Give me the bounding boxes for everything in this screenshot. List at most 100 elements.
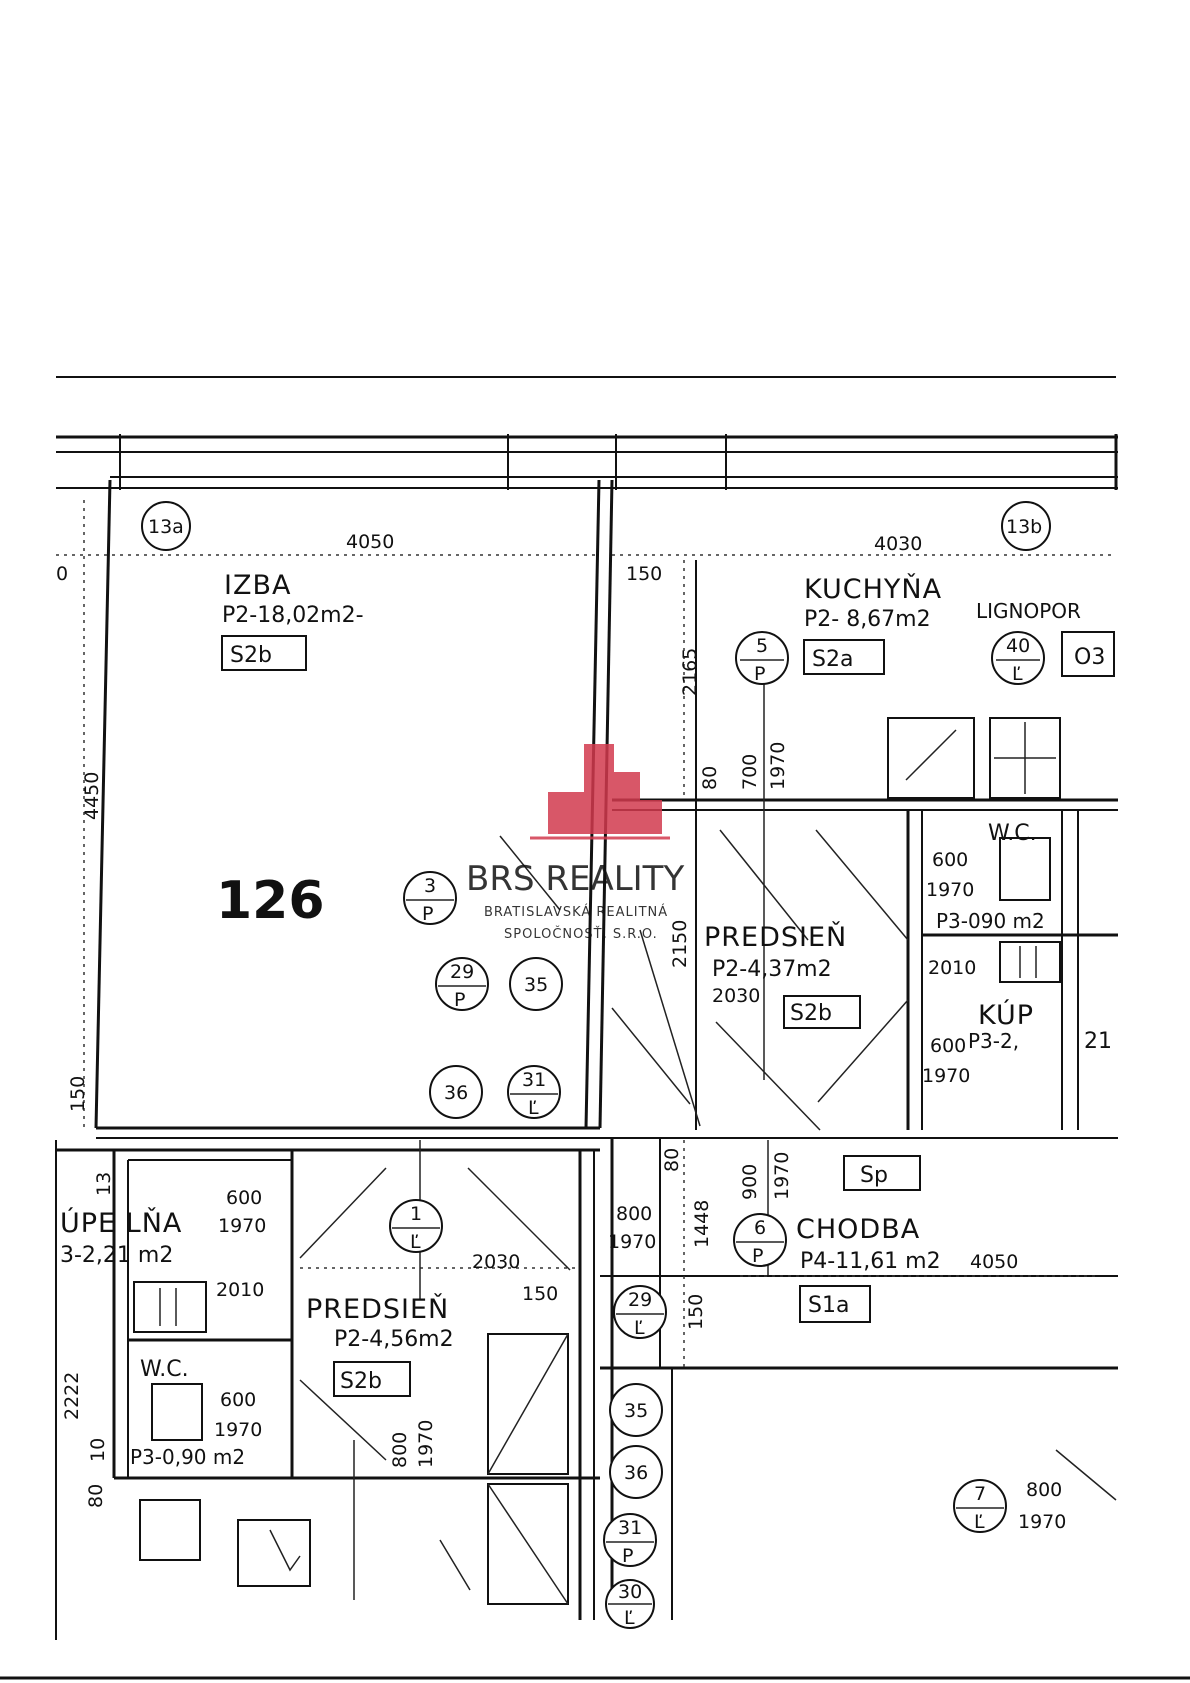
tag-5: 5 xyxy=(756,635,768,657)
mark-21: 21 xyxy=(1084,1029,1112,1054)
mark-o3: O3 xyxy=(1074,645,1105,670)
dim-2222: 2222 xyxy=(61,1372,83,1420)
dim-600-wc: 600 xyxy=(932,849,968,871)
room-kupelna-name: ÚPE LŇA xyxy=(60,1207,182,1239)
misc-marks: LIGNOPOR O3 Sp 21 xyxy=(843,599,1115,1191)
tag-6: 6 xyxy=(754,1217,766,1239)
dim-150-c: 150 xyxy=(522,1283,558,1305)
watermark-line1: BRATISLAVSKÁ REALITNÁ xyxy=(484,904,668,920)
tag-35a: 35 xyxy=(524,974,548,996)
tag-13b: 13b xyxy=(1006,516,1042,538)
dim-1448: 1448 xyxy=(691,1200,713,1248)
tag-30: 30 xyxy=(618,1581,642,1603)
dim-800-a: 800 xyxy=(616,1203,652,1225)
dim-1970-wc: 1970 xyxy=(926,879,974,901)
tag-29a-sub: P xyxy=(454,989,465,1011)
dim-800-c: 800 xyxy=(1026,1479,1062,1501)
dim-80-b: 80 xyxy=(661,1148,683,1172)
dim-1970-wc2: 1970 xyxy=(214,1419,262,1441)
tag-7-sub: Ľ xyxy=(974,1511,985,1533)
fixtures xyxy=(133,717,1061,1605)
dim-80-a: 80 xyxy=(699,766,721,790)
room-kuchyna-code: S2a xyxy=(812,647,853,672)
room-chodba-area: P4-11,61 m2 xyxy=(800,1249,941,1274)
tag-40-sub: Ľ xyxy=(1012,663,1023,685)
tag-35b: 35 xyxy=(624,1400,648,1422)
room-izba-area: P2-18,02m2- xyxy=(222,603,364,628)
room-chodba-name: CHODBA xyxy=(796,1214,920,1245)
room-kuchyna-area: P2- 8,67m2 xyxy=(804,607,931,632)
dim-2150: 2150 xyxy=(669,920,691,968)
tag-36a: 36 xyxy=(444,1082,468,1104)
dim-4030: 4030 xyxy=(874,533,922,555)
dim-80-c: 80 xyxy=(85,1484,107,1508)
dim-1970-c: 1970 xyxy=(608,1231,656,1253)
dim-600-wc2: 600 xyxy=(220,1389,256,1411)
dim-150-left: 150 xyxy=(67,1076,89,1112)
dim-0: 0 xyxy=(56,563,68,585)
dim-600-kup: 600 xyxy=(930,1035,966,1057)
tag-1-sub: Ľ xyxy=(410,1231,421,1253)
dim-2010-b: 2010 xyxy=(216,1279,264,1301)
room-izba-name: IZBA xyxy=(224,570,291,601)
room-wc-left-name: W.C. xyxy=(140,1357,189,1382)
room-predsien-left-area: P2-4,56m2 xyxy=(334,1327,454,1352)
room-predsien-right-code: S2b xyxy=(790,1001,832,1026)
dim-4450: 4450 xyxy=(81,772,103,820)
dim-1970-kup2: 1970 xyxy=(218,1215,266,1237)
dimension-lines xyxy=(56,500,1116,1600)
tag-31a: 31 xyxy=(522,1069,546,1091)
tag-30-sub: Ľ xyxy=(624,1607,635,1629)
room-chodba-code: S1a xyxy=(808,1293,849,1318)
dimension-texts: 4050 4030 150 0 2165 4450 150 80 700 197… xyxy=(56,531,1066,1533)
door-swings xyxy=(299,829,1117,1591)
dim-800-b: 800 xyxy=(389,1432,411,1468)
room-predsien-right-name: PREDSIEŇ xyxy=(704,921,847,953)
dim-4050-chodba: 4050 xyxy=(970,1251,1018,1273)
watermark-line2: SPOLOČNOSŤ, S.R.O. xyxy=(504,926,658,942)
tag-31b: 31 xyxy=(618,1517,642,1539)
tags: 13a 13b 5 P 40 Ľ 3 P 29 P 35 36 31 Ľ 1 Ľ… xyxy=(141,501,1051,1629)
dim-150-a: 150 xyxy=(626,563,662,585)
tag-31b-sub: P xyxy=(622,1545,633,1567)
dim-2165: 2165 xyxy=(679,648,701,696)
dim-1970-a: 1970 xyxy=(767,742,789,790)
room-predsien-left-name: PREDSIEŇ xyxy=(306,1293,449,1325)
room-predsien-right-area: P2-4,37m2 xyxy=(712,957,832,982)
room-kup-area: P3-2, xyxy=(968,1029,1019,1053)
room-wc-right-name: W.C. xyxy=(988,821,1037,846)
watermark: BRS REALITY BRATISLAVSKÁ REALITNÁ SPOLOČ… xyxy=(466,744,684,942)
dim-1970-b: 1970 xyxy=(771,1152,793,1200)
tag-3-sub: P xyxy=(422,903,433,925)
dim-10: 10 xyxy=(87,1438,109,1462)
dim-150-b: 150 xyxy=(685,1294,707,1330)
room-labels: IZBA P2-18,02m2- S2b KUCHYŇA P2- 8,67m2 … xyxy=(60,570,1045,1469)
tag-40: 40 xyxy=(1006,635,1030,657)
tag-5-sub: P xyxy=(754,663,765,685)
dim-13: 13 xyxy=(93,1172,115,1196)
mark-sp: Sp xyxy=(860,1163,888,1188)
tag-13a: 13a xyxy=(148,516,184,538)
dim-900: 900 xyxy=(739,1164,761,1200)
tag-1: 1 xyxy=(410,1203,422,1225)
tag-13a-circle xyxy=(141,501,191,551)
unit-number: 126 xyxy=(216,871,325,931)
dim-1970-d: 1970 xyxy=(415,1420,437,1468)
tag-29a: 29 xyxy=(450,961,474,983)
tag-7: 7 xyxy=(974,1483,986,1505)
room-izba-code: S2b xyxy=(230,643,272,668)
room-wc-right-area: P3-090 m2 xyxy=(936,909,1045,933)
dim-2030-a: 2030 xyxy=(712,985,760,1007)
room-kuchyna-name: KUCHYŇA xyxy=(804,573,942,605)
tag-6-sub: P xyxy=(752,1245,763,1267)
dim-2030-b: 2030 xyxy=(472,1251,520,1273)
tag-29b-sub: Ľ xyxy=(634,1317,645,1339)
room-kup-name: KÚP xyxy=(978,999,1034,1031)
watermark-brand: BRS REALITY xyxy=(466,859,684,899)
mark-lignopor: LIGNOPOR xyxy=(976,599,1081,623)
room-kupelna-area: 3-2,21 m2 xyxy=(60,1243,173,1268)
tag-29b: 29 xyxy=(628,1289,652,1311)
building-logo-icon xyxy=(530,744,670,840)
dim-4050-top: 4050 xyxy=(346,531,394,553)
